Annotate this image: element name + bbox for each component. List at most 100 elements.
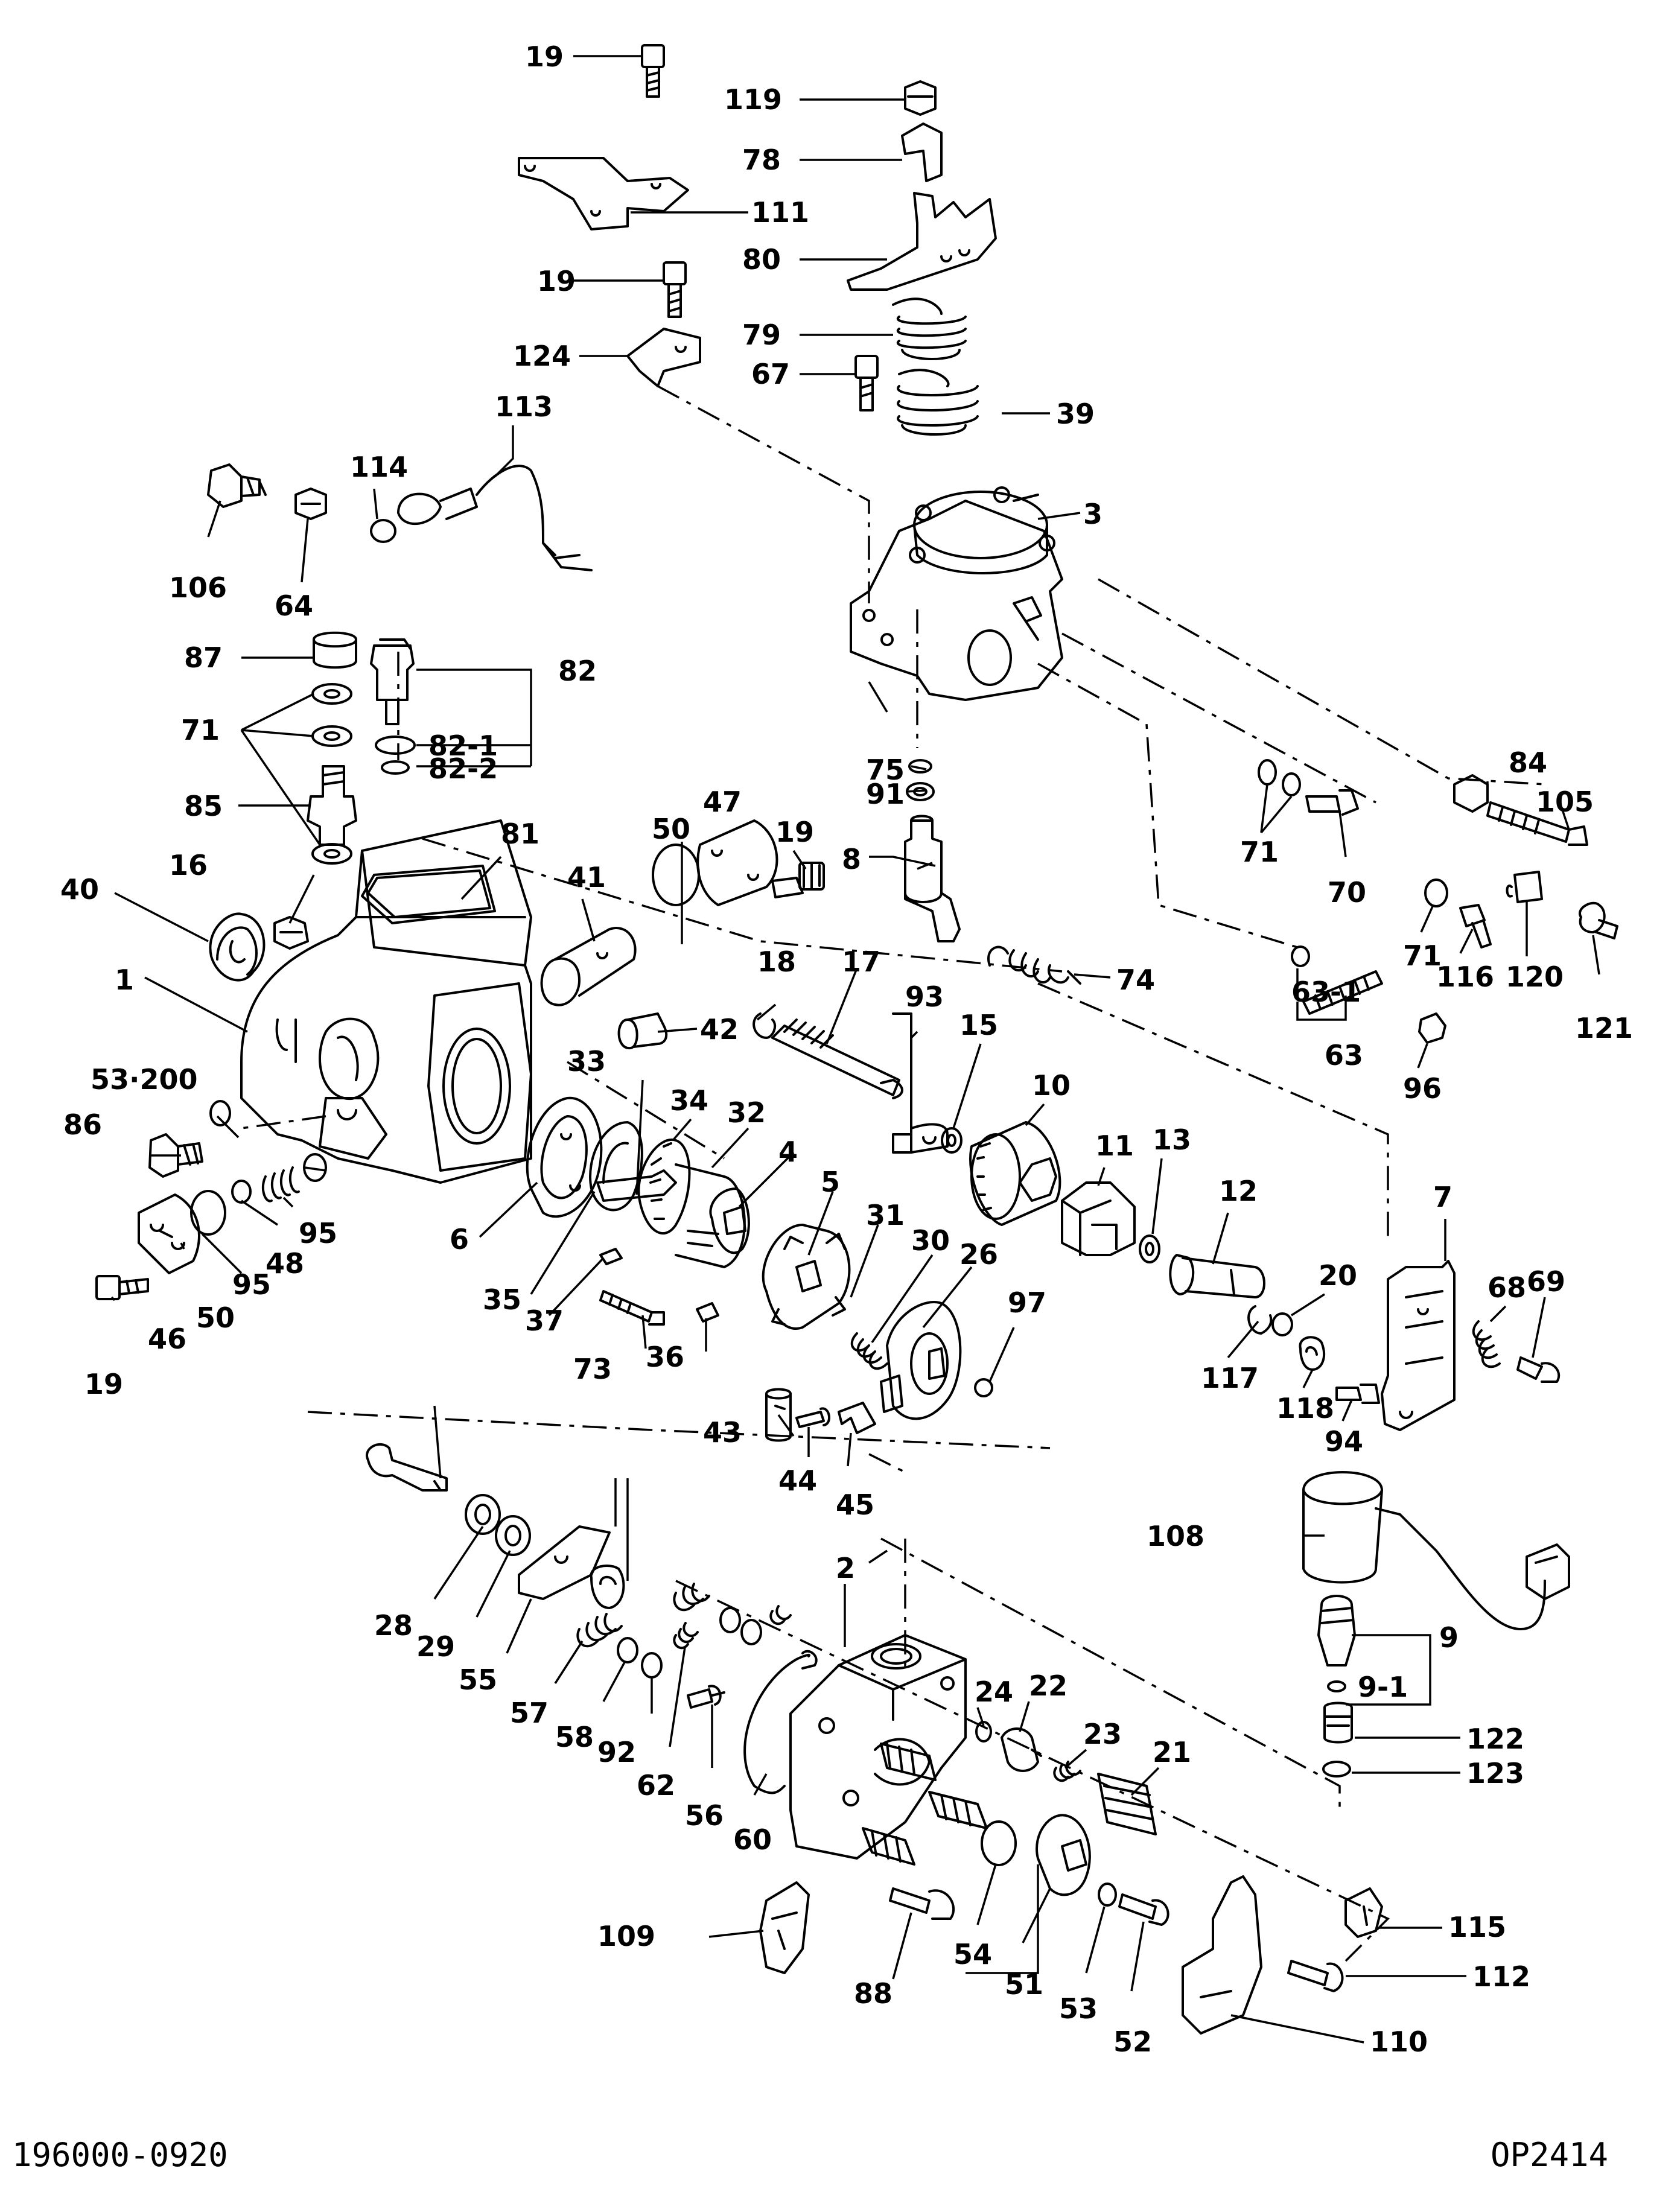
callout-34: 34	[670, 1084, 708, 1117]
callout-labels: 19 111 119 78 80 19 79 124 67 39 113 3 1…	[60, 40, 1633, 2058]
washer-58-drawing	[617, 1637, 638, 1663]
gasket-123-drawing	[1322, 1761, 1351, 1778]
callout-11: 11	[1095, 1130, 1134, 1162]
plate-124-drawing	[626, 328, 701, 387]
callout-1: 1	[115, 964, 134, 996]
callout-12: 12	[1219, 1175, 1258, 1207]
washer-71-right-b-drawing	[1282, 772, 1301, 796]
fitting-120-drawing	[1506, 871, 1543, 903]
callout-26: 26	[959, 1238, 998, 1271]
callout-55: 55	[459, 1663, 497, 1696]
spring-23-drawing	[1053, 1761, 1081, 1782]
nut-119-drawing	[904, 80, 937, 116]
callout-17: 17	[842, 945, 880, 978]
bracket-55-drawing	[518, 1525, 611, 1600]
shaft-17-drawing	[771, 1018, 903, 1099]
callout-63: 63	[1325, 1039, 1363, 1072]
gear-4-drawing	[709, 1187, 750, 1254]
bracket-111-drawing	[518, 157, 689, 230]
oring-75-drawing	[908, 759, 932, 774]
spring-57-drawing	[576, 1613, 623, 1648]
callout-9-1: 9-1	[1358, 1671, 1408, 1703]
callout-118: 118	[1276, 1392, 1334, 1425]
callout-71a: 71	[181, 714, 220, 746]
callout-29: 29	[416, 1630, 455, 1663]
drive-gear-34-drawing	[596, 1138, 746, 1268]
fitting-85-drawing	[307, 765, 357, 846]
oring-82-1-drawing	[375, 736, 416, 755]
oring-114-drawing	[370, 519, 396, 543]
pin-27-drawing	[366, 1443, 448, 1492]
callout-32: 32	[727, 1096, 766, 1129]
callout-91: 91	[866, 778, 905, 810]
washer-15-hole-drawing	[947, 1134, 956, 1147]
key-37-drawing	[599, 1248, 623, 1265]
coupling-35-drawing	[589, 1121, 643, 1212]
key-36-drawing	[696, 1302, 719, 1323]
washer-28-drawing	[465, 1494, 501, 1535]
callout-97: 97	[1008, 1286, 1046, 1319]
slider-45-drawing	[838, 1402, 876, 1434]
cap-121-drawing	[1579, 901, 1618, 939]
clip-117-drawing	[1247, 1305, 1273, 1335]
callout-110: 110	[1370, 2026, 1428, 2058]
callout-81: 81	[501, 818, 539, 850]
washer-28-hole-drawing	[474, 1504, 491, 1525]
roller-ring-10-drawing	[969, 1121, 1061, 1226]
callout-44: 44	[778, 1464, 817, 1497]
clip-78-drawing	[901, 122, 943, 182]
screw-19-second-drawing	[663, 261, 687, 318]
callout-16: 16	[169, 849, 208, 882]
bolt-105-drawing	[1486, 801, 1588, 846]
spring-79-drawing	[892, 297, 967, 360]
piston-12-drawing	[1169, 1254, 1265, 1298]
ball-97-drawing	[974, 1378, 993, 1397]
gasket-60-drawing	[743, 1650, 818, 1794]
spring-upper-a-drawing	[673, 1583, 710, 1612]
callout-5: 5	[821, 1166, 840, 1198]
callout-2: 2	[836, 1552, 855, 1584]
valve-9-drawing	[1317, 1595, 1356, 1667]
callout-33: 33	[567, 1045, 606, 1078]
callout-4: 4	[778, 1136, 798, 1168]
callout-112: 112	[1472, 1960, 1530, 1993]
callout-116: 116	[1436, 961, 1494, 993]
spring-39-drawing	[897, 369, 979, 436]
callout-19a: 19	[525, 40, 564, 73]
screw-19-left-drawing	[95, 1275, 149, 1300]
gasket-81-drawing	[361, 865, 496, 924]
washer-71-right-c-drawing	[1424, 879, 1448, 907]
bracket-110-drawing	[1182, 1875, 1262, 2035]
pin-42-drawing	[617, 1012, 668, 1050]
clip-18-drawing	[752, 1012, 777, 1039]
callout-7: 7	[1433, 1181, 1452, 1213]
cap-87-drawing	[313, 631, 357, 669]
callout-85: 85	[184, 790, 223, 822]
screw-63-drawing	[1302, 970, 1383, 1015]
washer-71-middle-hole-drawing	[323, 731, 340, 741]
callout-63-1: 63-1	[1291, 976, 1361, 1008]
callout-87: 87	[184, 641, 223, 674]
harness-113-drawing	[397, 465, 593, 571]
spring-30-drawing	[850, 1332, 888, 1370]
pin-44-drawing	[795, 1407, 830, 1428]
bearing-40-drawing	[209, 912, 266, 982]
callout-93: 93	[905, 980, 944, 1013]
washer-13-drawing	[1139, 1234, 1160, 1263]
bracket-109-drawing	[759, 1881, 810, 1974]
callout-43: 43	[703, 1416, 742, 1449]
cam-disc-5-drawing	[762, 1224, 851, 1330]
valve-82-drawing	[370, 638, 415, 725]
cover-46-drawing	[138, 1193, 200, 1274]
delivery-valve-lower-drawing	[862, 1827, 915, 1866]
spring-upper-b-drawing	[769, 1605, 792, 1625]
block-11-drawing	[1061, 1181, 1136, 1256]
plug-51-drawing	[1036, 1814, 1091, 1896]
clip-115-drawing	[1344, 1887, 1383, 1938]
callout-35: 35	[483, 1283, 521, 1316]
callout-19c: 19	[775, 816, 814, 848]
washer-53-drawing	[1098, 1883, 1117, 1907]
screw-69-drawing	[1516, 1356, 1561, 1383]
callout-56: 56	[685, 1799, 724, 1832]
screw-116-drawing	[1459, 904, 1492, 948]
